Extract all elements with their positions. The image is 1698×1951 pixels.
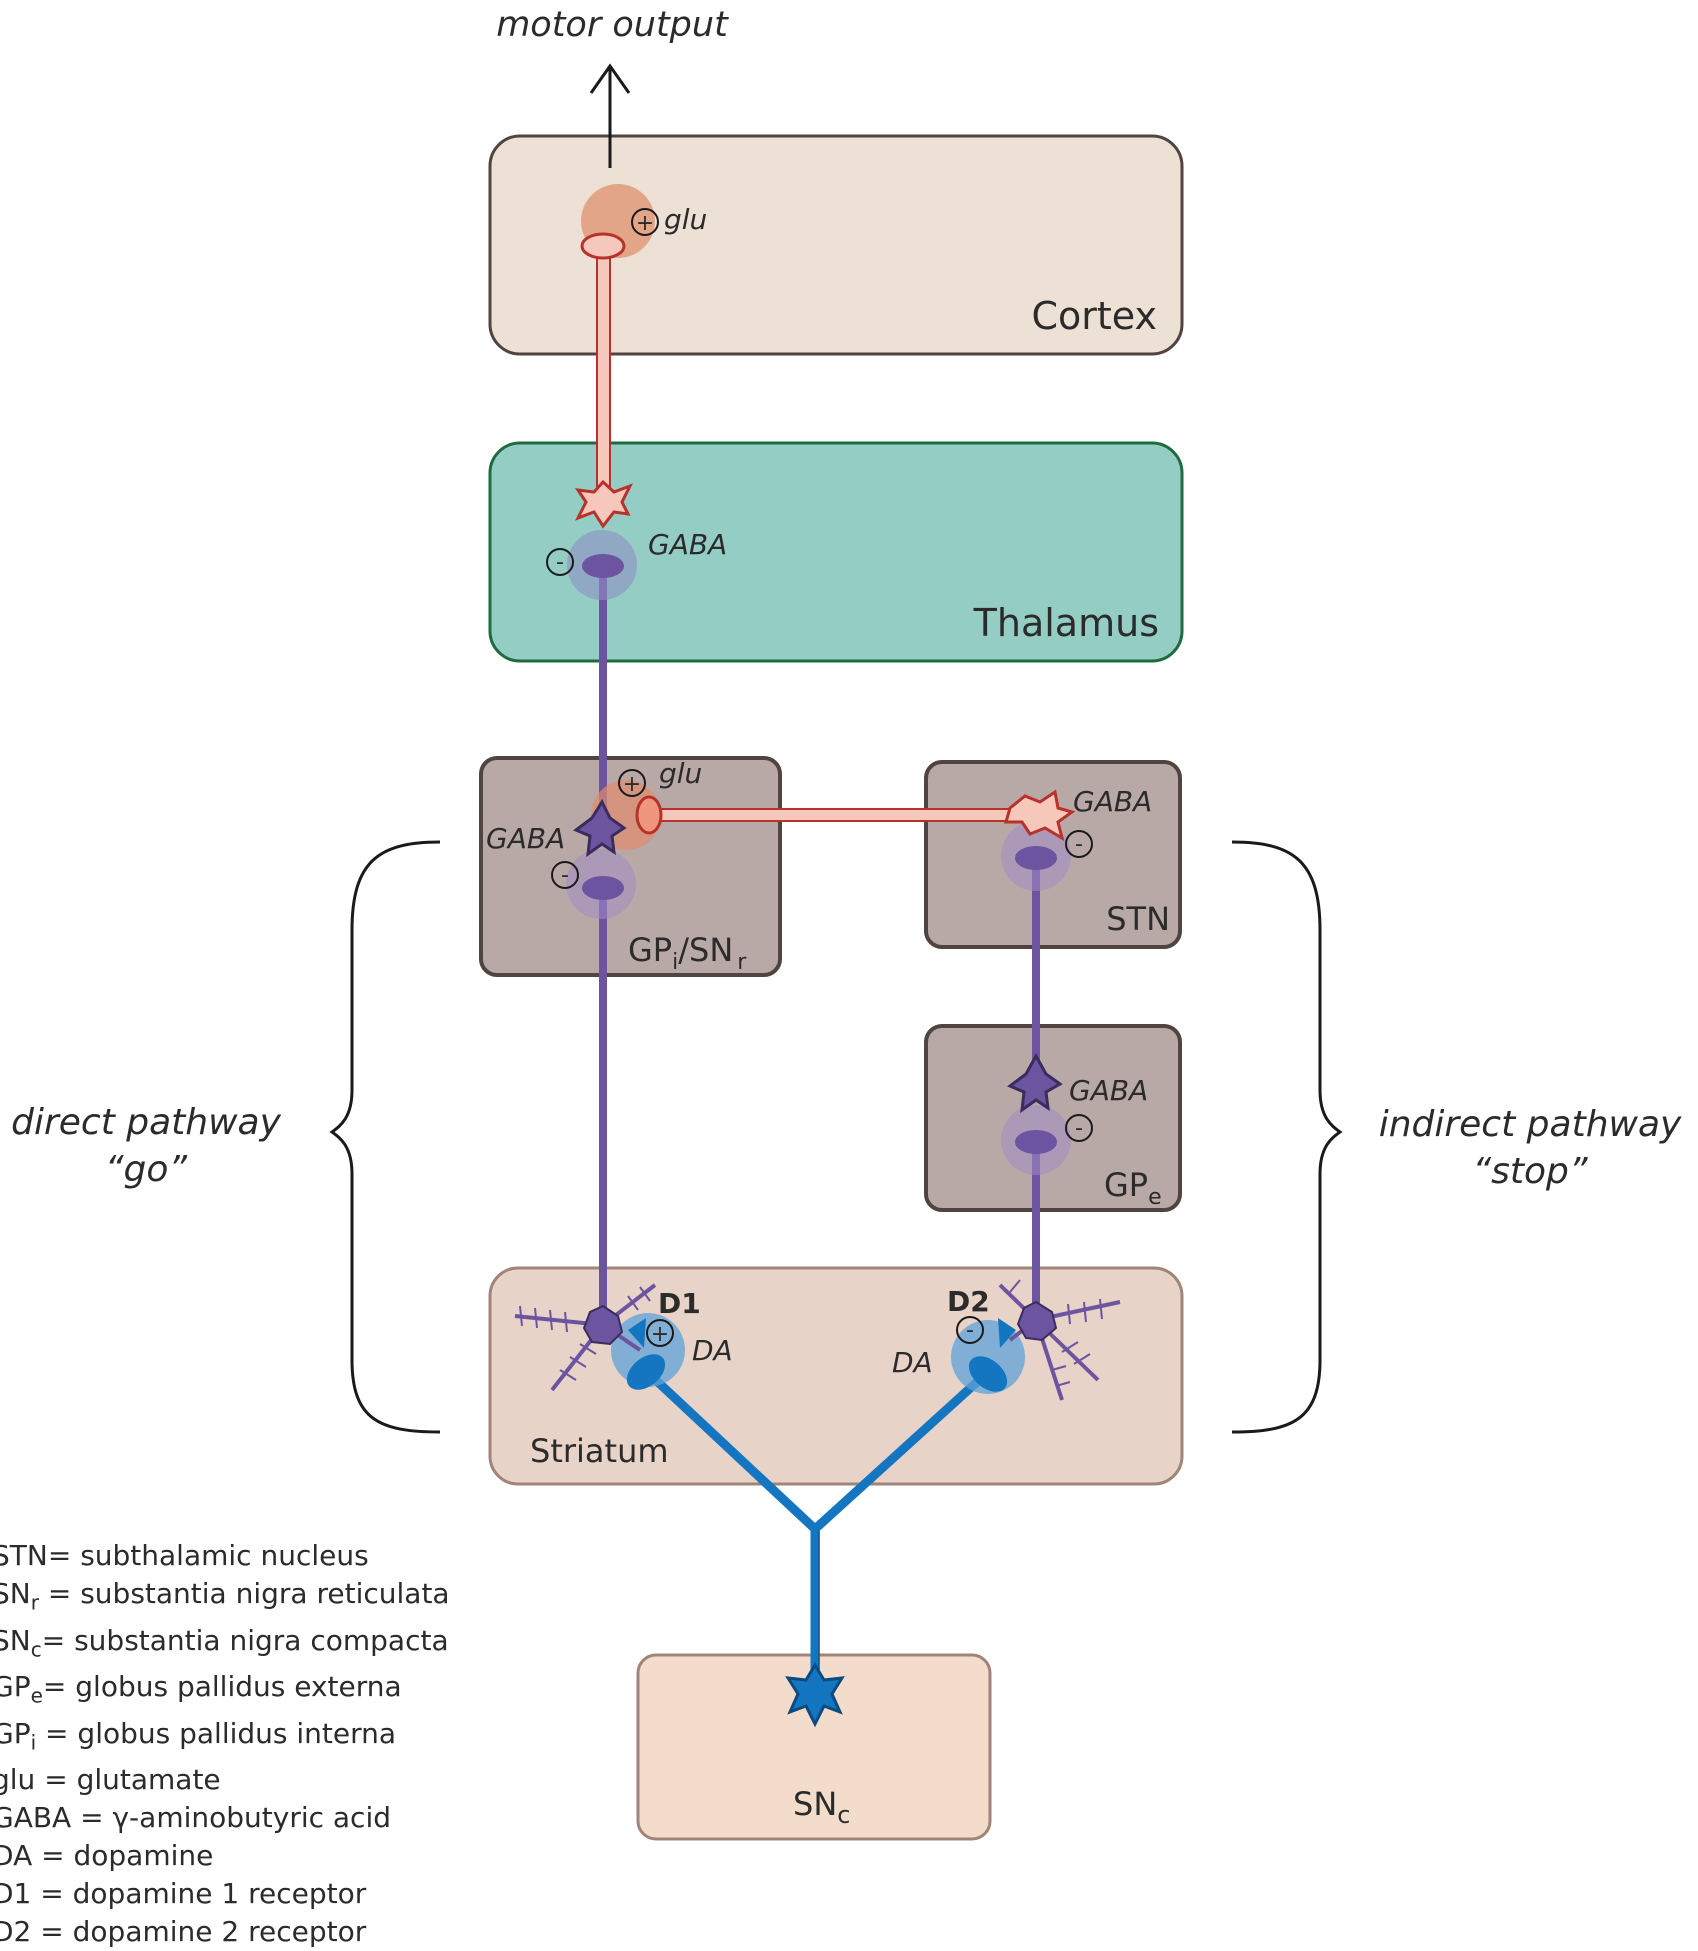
legend-abbr-subscript: r [30, 1590, 39, 1615]
legend-abbr: GP [0, 1670, 31, 1704]
cortex-label: Cortex [1031, 294, 1157, 338]
stn-minus-sign: - [1065, 830, 1093, 858]
gpi-neuron [573, 798, 627, 858]
stn-neuron [1004, 789, 1076, 842]
legend-definition: = dopamine 2 receptor [31, 1915, 367, 1949]
legend-abbr: STN [0, 1539, 48, 1572]
legend-definition: = substantia nigra compacta [41, 1623, 449, 1657]
thalamus-gaba-terminal [582, 554, 624, 578]
legend-definition: = dopamine 1 receptor [31, 1877, 367, 1911]
d2-da-terminal [968, 1356, 1008, 1392]
legend-abbr: SN [0, 1623, 31, 1657]
gpi-glu-terminal [635, 795, 663, 835]
gpi-glu-label: glu [659, 757, 702, 790]
legend-definition: = dopamine [32, 1839, 214, 1873]
gpe-gaba-terminal [1015, 1130, 1057, 1154]
indirect-pathway-stop: “stop” [1472, 1151, 1587, 1192]
d2-receptor-label: D2 [947, 1285, 990, 1318]
cortex-glu-terminal [580, 232, 626, 260]
direct-pathway-brace [329, 840, 441, 1434]
svg-text:-: - [561, 863, 569, 888]
motor-output-arrowhead [589, 63, 631, 94]
gpe-neuron [1007, 1052, 1063, 1114]
thalamus-minus-sign: - [546, 548, 574, 576]
legend-definition: = γ-aminobutyric acid [71, 1801, 392, 1835]
snc-label: SNc [793, 1785, 850, 1829]
snc-neuron [785, 1662, 845, 1728]
gpi-plus-sign: + [618, 769, 646, 797]
legend-abbr: glu [0, 1763, 36, 1797]
d1-receptor-label: D1 [658, 1287, 701, 1320]
gpe-gaba-label: GABA [1069, 1074, 1148, 1107]
gpi-gaba-label: GABA [486, 822, 565, 855]
gpe-label: GPe [1104, 1166, 1162, 1210]
svg-text:+: + [636, 211, 654, 236]
legend-definition: = subthalamic nucleus [47, 1539, 369, 1572]
legend-row: DA = dopamine [0, 1837, 450, 1875]
legend-abbr: D2 [0, 1915, 32, 1949]
gpe-minus-sign: - [1065, 1114, 1093, 1142]
thalamus-label: Thalamus [973, 601, 1159, 645]
legend-abbr: DA [0, 1839, 33, 1873]
legend-definition: = substantia nigra reticulata [38, 1577, 450, 1610]
thalamus-neuron [574, 479, 634, 529]
d1-receptor-spine [628, 1318, 646, 1348]
legend-row: GABA = γ-aminobutyric acid [0, 1799, 450, 1837]
striatum-label: Striatum [530, 1432, 669, 1470]
legend-row: D1 = dopamine 1 receptor [0, 1875, 450, 1913]
legend-row: GPe= globus pallidus externa [0, 1668, 450, 1715]
svg-text:-: - [556, 550, 564, 575]
thalamus-gaba-label: GABA [648, 528, 727, 561]
svg-text:-: - [1075, 1116, 1083, 1141]
d2-receptor-spine [998, 1318, 1016, 1348]
svg-text:+: + [623, 772, 641, 797]
stn-gaba-terminal [1015, 846, 1057, 870]
d1-da-terminal [626, 1354, 666, 1390]
d2-minus-sign: - [956, 1316, 984, 1344]
stn-gaba-label: GABA [1073, 785, 1152, 818]
legend-row: SNc= substantia nigra compacta [0, 1622, 450, 1669]
legend-row: D2 = dopamine 2 receptor [0, 1913, 450, 1951]
legend-abbr-subscript: c [30, 1637, 42, 1662]
svg-text:-: - [966, 1318, 974, 1343]
legend-abbr: GP [0, 1716, 31, 1750]
legend-abbr-subscript: i [30, 1730, 37, 1755]
d2-neuron-body [1016, 1300, 1058, 1342]
legend-row: GPi = globus pallidus interna [0, 1715, 450, 1762]
cortex-box [488, 134, 1184, 356]
indirect-pathway-brace [1231, 840, 1343, 1434]
svg-text:+: + [651, 1322, 669, 1347]
direct-pathway-go: “go” [105, 1149, 188, 1190]
stn-label: STN [1106, 900, 1170, 938]
d1-plus-sign: + [646, 1319, 674, 1347]
motor-output-label: motor output [496, 5, 729, 45]
legend-row: STN= subthalamic nucleus [0, 1537, 450, 1575]
gpi-gaba-terminal [582, 876, 624, 900]
gpi-minus-sign: - [551, 861, 579, 889]
legend-definition: = globus pallidus interna [36, 1716, 397, 1750]
d1-neuron-body [582, 1304, 624, 1346]
svg-text:-: - [1075, 832, 1083, 857]
legend-abbr: D1 [0, 1877, 32, 1911]
d1-da-label: DA [692, 1334, 733, 1367]
cortex-plus-sign: + [631, 208, 659, 236]
thalamus-box [488, 441, 1184, 663]
direct-pathway-label: direct pathway [11, 1102, 282, 1143]
cortex-glu-label: glu [664, 203, 707, 236]
legend-definition: = glutamate [35, 1763, 221, 1797]
legend-abbr: GABA [0, 1801, 72, 1835]
legend-row: SNr = substantia nigra reticulata [0, 1575, 450, 1622]
indirect-pathway-label: indirect pathway [1379, 1104, 1682, 1145]
d2-da-label: DA [892, 1346, 933, 1379]
legend-definition: = globus pallidus externa [42, 1670, 402, 1704]
legend-abbr-subscript: e [30, 1683, 43, 1708]
legend-abbr: SN [0, 1577, 31, 1610]
legend-row: glu = glutamate [0, 1761, 450, 1799]
